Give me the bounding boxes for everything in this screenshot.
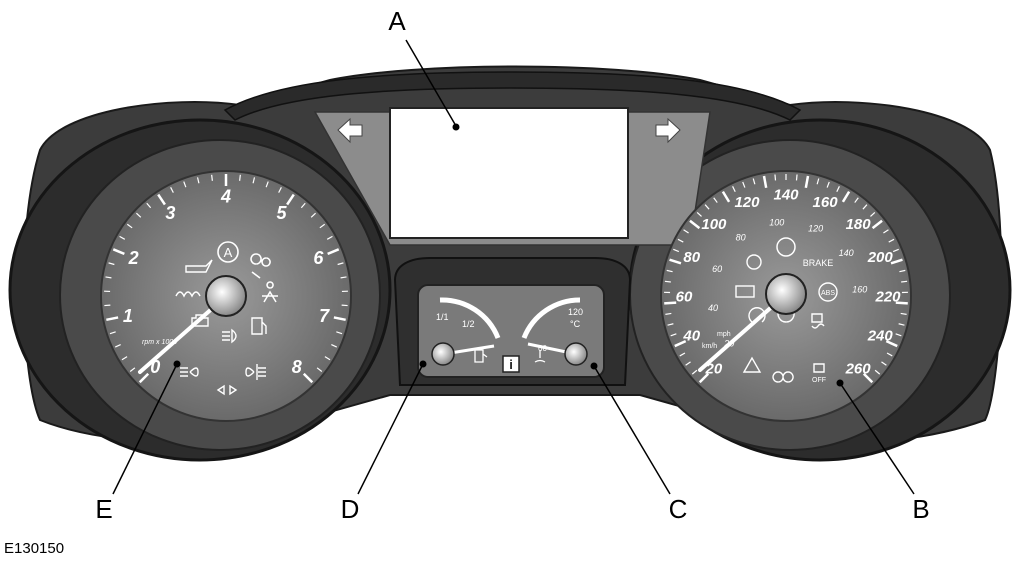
speedometer-mph-number: 60 [712,264,722,274]
callout-b-label: B [906,494,936,524]
fuel-gauge-hub [432,343,454,365]
speedometer-tick [665,281,671,282]
callout-d-label: D [335,494,365,524]
tachometer-tick [240,175,241,181]
speedometer-kmh-unit: km/h [702,343,717,350]
speedometer-mph-number: 80 [736,233,746,243]
speedometer-kmh-number: 260 [845,360,872,377]
speedometer-tick [901,281,907,282]
speedometer-kmh-number: 60 [676,288,693,305]
speedometer-kmh-number: 200 [867,249,894,266]
callout-e-dot [174,361,181,368]
fuel-half-label: 1/2 [462,319,475,329]
temp-unit-label: °C [570,319,581,329]
tachometer-number: 8 [292,357,302,377]
callout-b-dot [837,380,844,387]
tachometer-tick [212,175,213,181]
fuel-full-label: 1/1 [436,312,449,322]
callout-d-dot [420,361,427,368]
tachometer-number: 6 [313,248,324,268]
speedometer-mph-number: 100 [769,218,784,228]
speedometer-kmh-number: 220 [874,288,901,305]
temp-high-label: 120 [568,307,583,317]
tachometer-number: 4 [220,186,231,206]
speedometer-mph-number: 160 [852,285,867,295]
speedometer-kmh-number: 140 [773,186,799,203]
callout-a-label: A [382,6,412,36]
speedometer-tick [796,175,797,181]
info-button-letter: i [509,357,513,372]
speedometer-kmh-number: 180 [846,216,872,233]
speedometer-mph-unit: mph [717,331,731,338]
figure-id: E130150 [4,540,64,557]
speedometer-kmh-number: 240 [867,327,894,344]
abs-label: ABS [821,290,835,297]
information-display-screen [390,108,628,238]
tachometer-number: 7 [319,306,330,326]
brake-label: BRAKE [803,258,834,268]
tachometer-number: 5 [277,203,288,223]
speedometer-tick [664,303,676,304]
speedometer-kmh-number: 120 [734,194,760,211]
tachometer-number: 1 [123,306,133,326]
speedometer-kmh-number: 40 [682,327,700,344]
callout-c-label: C [663,494,693,524]
callout-c-dot [591,363,598,370]
temp-gauge-hub [565,343,587,365]
stability-off-label: OFF [812,377,826,384]
speedometer-tick [775,175,776,181]
auto-start-stop-letter: A [224,245,233,260]
tachometer-number: 2 [128,248,139,268]
tachometer-hub [206,276,246,316]
speedometer-hub [766,274,806,314]
speedometer-kmh-number: 100 [701,216,727,233]
speedometer-mph-number: 140 [839,248,854,258]
speedometer-kmh-number: 160 [813,194,839,211]
tachometer-number: 3 [165,203,175,223]
speedometer-mph-number: 120 [808,223,823,233]
speedometer-kmh-number: 80 [683,249,700,266]
speedometer-mph-number: 40 [708,303,718,313]
callout-e-label: E [89,494,119,524]
callout-a-dot [453,124,460,131]
